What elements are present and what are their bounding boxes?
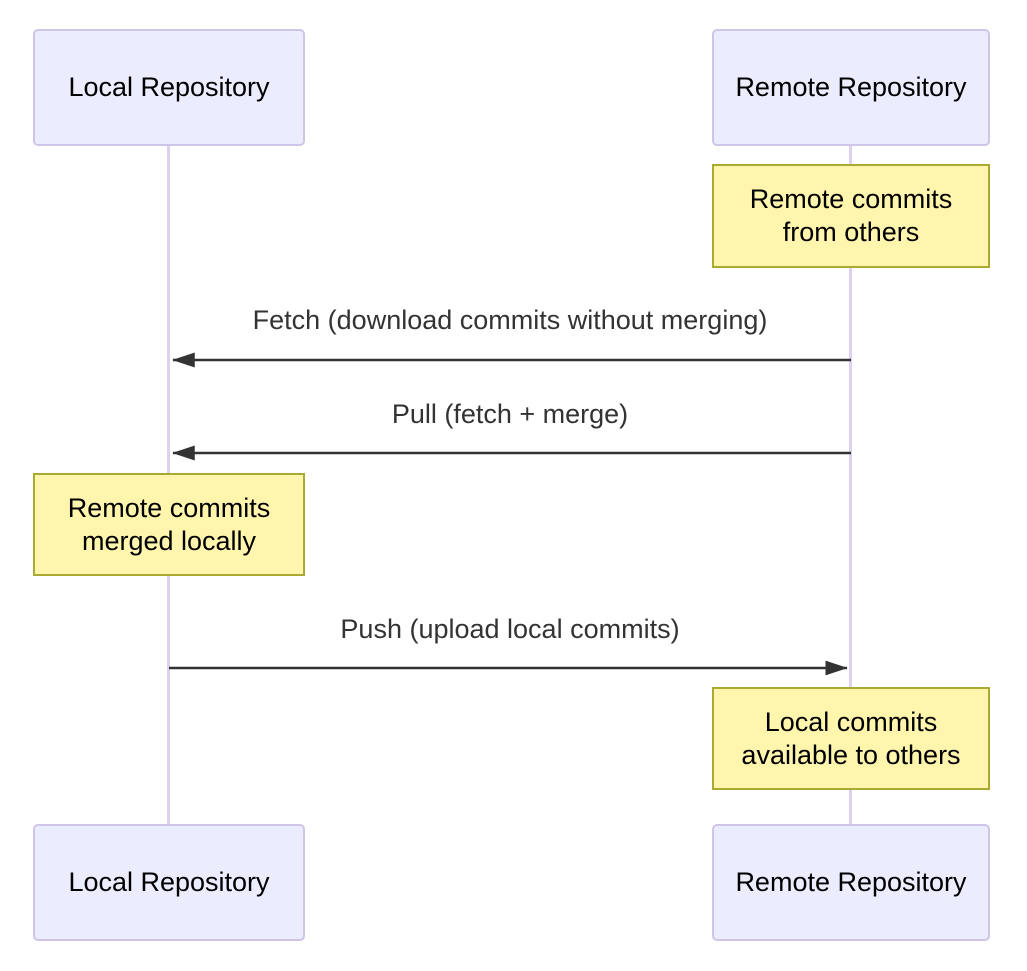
actor-local-bottom-label: Local Repository: [68, 867, 270, 897]
message-label-pull: Pull (fetch + merge): [391, 399, 629, 429]
note-remote-commits-from-others: Remote commits from others: [712, 164, 990, 268]
actor-remote-bottom-label: Remote Repository: [735, 867, 967, 897]
actor-remote-bottom: Remote Repository: [712, 824, 990, 941]
message-label-fetch: Fetch (download commits without merging): [252, 305, 768, 335]
note-local-commits-available: Local commits available to others: [712, 687, 990, 790]
actor-remote-top-label: Remote Repository: [735, 72, 967, 102]
message-label-push: Push (upload local commits): [340, 614, 680, 644]
actor-local-top-label: Local Repository: [68, 72, 270, 102]
note-remote-commits-merged-locally: Remote commits merged locally: [33, 473, 305, 576]
actor-local-top: Local Repository: [33, 29, 305, 146]
actor-local-bottom: Local Repository: [33, 824, 305, 941]
actor-remote-top: Remote Repository: [712, 29, 990, 146]
lifeline-remote: [849, 146, 852, 824]
